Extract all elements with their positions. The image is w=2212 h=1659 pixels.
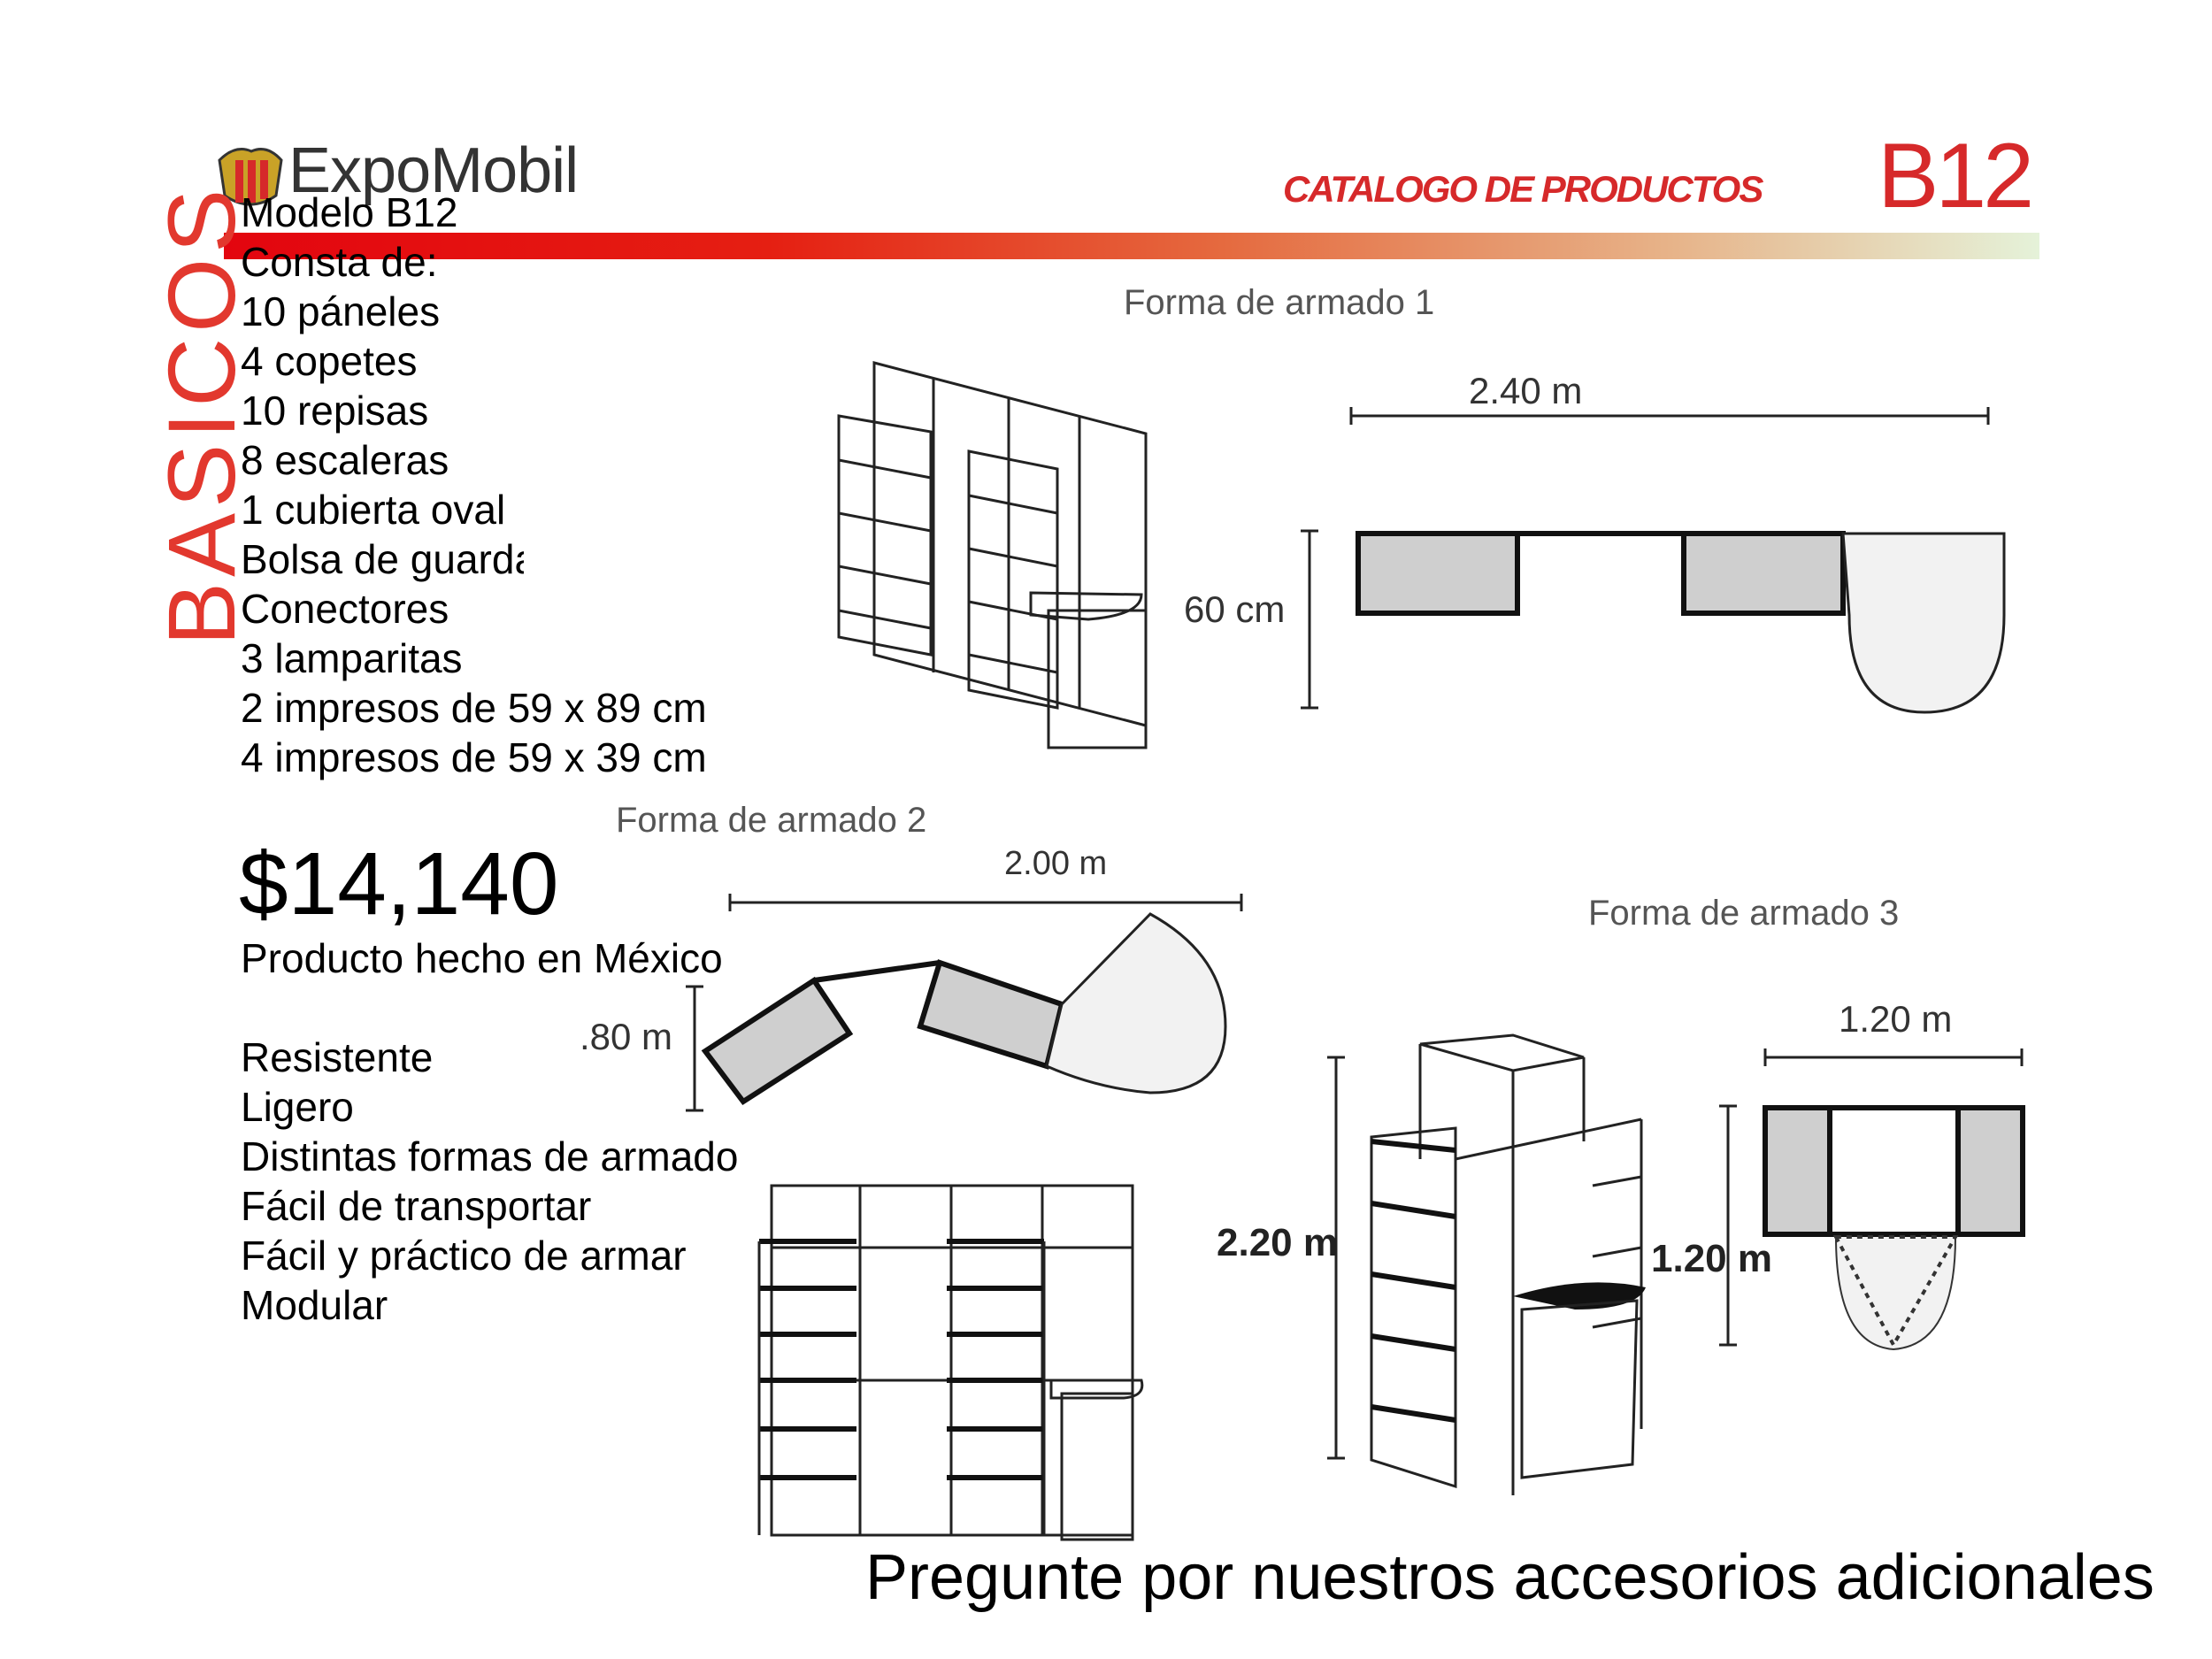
config1-caption: Forma de armado 1 bbox=[1124, 283, 1435, 322]
spec-item: 1 cubierta oval bbox=[241, 487, 506, 533]
feature-item: Ligero bbox=[241, 1084, 354, 1130]
feature-item: Distintas formas de armado bbox=[241, 1133, 739, 1179]
spec-item: 4 impresos de 59 x 39 cm bbox=[241, 734, 707, 780]
config3-perspective-drawing bbox=[1327, 1033, 1646, 1495]
header-gradient-bar bbox=[224, 233, 2039, 259]
config1-perspective-drawing bbox=[837, 361, 1148, 749]
config3-depth-label: 1.20 m bbox=[1651, 1237, 1772, 1280]
model-code: B12 bbox=[1878, 125, 2034, 227]
config3-caption: Forma de armado 3 bbox=[1588, 894, 1900, 933]
spec-item: Bolsa de guardado bbox=[241, 536, 524, 582]
spec-consists-of: Consta de: bbox=[241, 239, 438, 285]
feature-item: Modular bbox=[241, 1282, 388, 1328]
spec-item: 8 escaleras bbox=[241, 437, 449, 483]
spec-item: Conectores bbox=[241, 586, 449, 632]
feature-item: Fácil de transportar bbox=[241, 1183, 592, 1229]
spec-item: 10 repisas bbox=[241, 388, 429, 434]
config2-caption: Forma de armado 2 bbox=[616, 801, 927, 840]
config1-plan-drawing bbox=[1301, 407, 2006, 714]
spec-item: 3 lamparitas bbox=[241, 635, 463, 681]
feature-item: Resistente bbox=[241, 1034, 434, 1080]
spec-item: 4 copetes bbox=[241, 338, 418, 384]
config3-width-label: 1.20 m bbox=[1839, 998, 1953, 1040]
config2-width-label: 2.00 m bbox=[1004, 845, 1108, 882]
config2-depth-label: .80 m bbox=[580, 1016, 673, 1057]
made-in-label: Producto hecho en México bbox=[241, 935, 723, 981]
spec-item: 2 impresos de 59 x 89 cm bbox=[241, 685, 707, 731]
config3-plan-drawing bbox=[1719, 1048, 2025, 1351]
config3-height-label: 2.20 m bbox=[1217, 1221, 1338, 1264]
config2-plan-drawing bbox=[686, 894, 1243, 1112]
feature-item: Fácil y práctico de armar bbox=[241, 1233, 687, 1279]
price: $14,140 bbox=[239, 834, 559, 933]
brand-logo-text: ExpoMobil bbox=[288, 135, 579, 206]
config1-width-label: 2.40 m bbox=[1469, 370, 1583, 411]
config1-depth-label: 60 cm bbox=[1184, 588, 1286, 630]
catalog-title: CATALOGO DE PRODUCTOS bbox=[1283, 168, 1763, 210]
spec-model: Modelo B12 bbox=[241, 189, 458, 235]
spec-list: Modelo B12 Consta de: 10 páneles 4 copet… bbox=[241, 188, 524, 683]
spec-item: 10 páneles bbox=[241, 288, 441, 334]
config2-elevation-drawing bbox=[757, 1184, 1144, 1541]
footer-accessories-note: Pregunte por nuestros accesorios adicion… bbox=[865, 1542, 2154, 1613]
